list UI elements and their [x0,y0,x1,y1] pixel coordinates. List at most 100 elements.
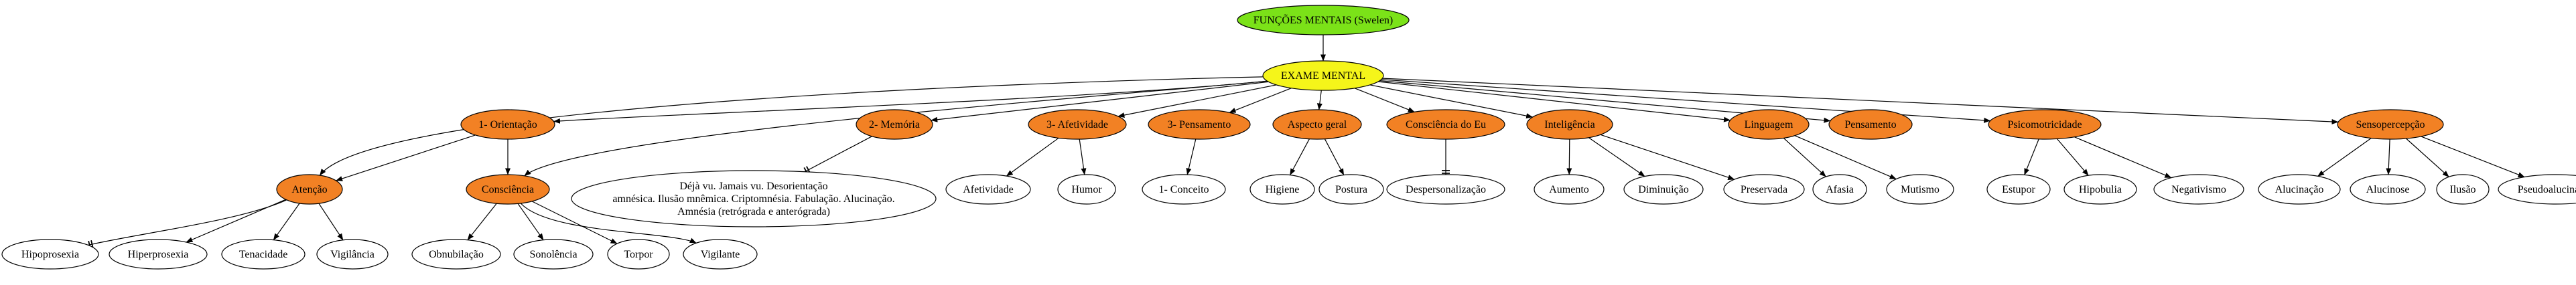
node-vigilante: Vigilante [683,239,758,270]
node-shape [1028,109,1127,140]
node-shape [1272,109,1362,140]
node-label: FUNÇÕES MENTAIS (Swelen) [1253,14,1394,26]
node-exame-mental: EXAME MENTAL [1262,60,1384,91]
node-label: Alucinação [2275,184,2324,195]
node-label: Torpor [624,249,653,260]
node-label: Amnésia (retrógrada e anterógrada) [677,206,830,217]
node-shape [276,174,343,205]
node-shape [1318,174,1384,205]
edge-consciencia-to-vigilante [520,203,697,244]
node-negativismo: Negativismo [2153,174,2244,205]
node-label: Ilusão [2449,184,2476,195]
node-label: amnésica. Ilusão mnêmica. Criptomnésia. … [612,193,894,205]
node-obnubilacao: Obnubilação [411,239,501,270]
node-label: Negativismo [2171,184,2226,195]
edge-sensopercepcao-to-ilusao [2405,138,2449,177]
edge-exame-to-afetividade [1117,84,1277,118]
node-ilusao: Ilusão [2436,174,2490,205]
node-shape [2436,174,2490,205]
node-consciencia-do-eu: Consciência do Eu [1386,109,1505,140]
node-afasia: Afasia [1812,174,1867,205]
node-shape [1988,109,2102,140]
edge-exame-to-atencao [319,76,1264,176]
node-shape [513,239,594,270]
node-label: Vigilante [701,249,740,260]
node-label: Obnubilação [429,249,484,260]
node-linguagem: Linguagem [1728,109,1810,140]
node-shape [1812,174,1867,205]
edge-atencao-to-hiperprosexia [186,199,286,243]
node-label: Consciência do Eu [1406,119,1486,130]
node-label: Vigilância [330,249,375,260]
edge-psicomotricidade-to-estupor [2024,138,2039,175]
node-3-afetividade: 3- Afetividade [1028,109,1127,140]
node-label: Despersonalização [1406,184,1486,195]
node-aumento: Aumento [1534,174,1605,205]
node-label: Déjà vu. Jamais vu. Desorientação [679,181,827,192]
node-label: Pensamento [1844,119,1896,130]
node-label: Humor [1071,184,1102,195]
edge-exame-to-consciencia-eu [1354,88,1415,112]
node-psicomotricidade: Psicomotricidade [1988,109,2102,140]
node-sonolencia: Sonolência [513,239,594,270]
node-postura: Postura [1318,174,1384,205]
node-label: Hipoprosexia [21,249,79,260]
edge-exame-to-pensamento3 [1229,88,1292,113]
edge-linguagem-to-mutismo [1794,135,1897,180]
edge-exame-to-inteligencia [1369,84,1534,119]
edge-atencao-to-vigilancia [318,203,344,241]
node-shape [2258,174,2341,205]
node-torpor: Torpor [607,239,670,270]
edge-consciencia-to-obnubilacao [467,203,497,241]
node-label: Tenacidade [239,249,288,260]
node-higiene: Higiene [1249,174,1315,205]
edge-psicomotricidade-to-negativismo [2074,136,2172,179]
node-hipoprosexia: Hipoprosexia [1,239,99,270]
node-1-orientacao: 1- Orientação [460,109,555,140]
node-2-memoria: 2- Memória [856,109,933,140]
node-afetividade: Afetividade [945,174,1031,205]
node-shape [109,239,208,270]
node-label: Afetividade [963,184,1014,195]
node-estupor: Estupor [1986,174,2051,205]
node-label: Hipobulia [2079,184,2122,195]
node-label: Afasia [1826,184,1854,195]
node-humor: Humor [1057,174,1116,205]
edge-sensopercepcao-to-alucinacao [2317,138,2372,177]
node-3-pensamento: 3- Pensamento [1148,109,1251,140]
edge-exame-to-sensopercepcao [1382,78,2339,124]
node-atencao: Atenção [276,174,343,205]
node-alucinose: Alucinose [2350,174,2426,205]
node-shape [466,174,550,205]
node-shape [1057,174,1116,205]
edge-psicomotricidade-to-hipobulia [2056,138,2089,176]
node-deja-vu-jamais-vu-desorientacao: Déjà vu. Jamais vu. Desorientaçãoamnésic… [571,170,937,227]
node-label: Psicomotricidade [2007,119,2082,130]
node-consciencia: Consciência [466,174,550,205]
node-label: Aumento [1549,184,1589,195]
node-shape [2498,174,2576,205]
node-shape [2350,174,2426,205]
node-pseudoalucinacao: Pseudoalucinação [2498,174,2576,205]
node-label: Sonolência [529,249,577,260]
node-hiperprosexia: Hiperprosexia [109,239,208,270]
node-funcoes-mentais-swelen: FUNÇÕES MENTAIS (Swelen) [1237,5,1410,35]
node-label: 3- Afetividade [1046,119,1108,130]
node-shape [1534,174,1605,205]
edge-inteligencia-to-aumento [1566,138,1572,175]
edge-sensopercepcao-to-alucinose [2386,138,2392,175]
node-label: Linguagem [1745,119,1793,130]
node-shape [1886,174,1954,205]
node-label: Alucinose [2366,184,2410,195]
node-label: 1- Conceito [1158,184,1209,195]
node-shape [1237,5,1410,35]
node-label: Postura [1335,184,1367,195]
node-shape [607,239,670,270]
node-shape [1249,174,1315,205]
edge-orientacao-to-atencao [336,134,476,181]
edge-exame-to-memoria [931,81,1269,122]
node-shape [1386,109,1505,140]
node-shape [1,239,99,270]
node-shape [1262,60,1384,91]
